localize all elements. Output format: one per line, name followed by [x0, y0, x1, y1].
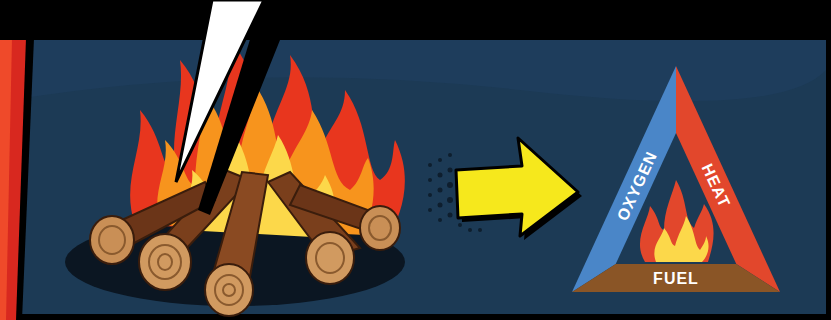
yellow-arrow — [456, 138, 578, 236]
band-label: FUEL — [653, 271, 699, 287]
panel-ground — [10, 38, 826, 314]
balloon-tail — [176, 0, 264, 182]
red-edge-light — [0, 38, 12, 320]
red-edge-line — [16, 38, 34, 320]
fire-triangle — [572, 66, 780, 292]
band-label: OXYGEN — [614, 149, 660, 223]
log-ends — [90, 206, 400, 316]
fuel-band: FUEL — [649, 268, 703, 290]
oxygen-band: OXYGEN — [610, 144, 665, 229]
sky-shade — [10, 38, 826, 101]
top-bar — [0, 0, 831, 40]
heat-band: HEAT — [694, 156, 737, 215]
band-label: HEAT — [698, 162, 732, 211]
